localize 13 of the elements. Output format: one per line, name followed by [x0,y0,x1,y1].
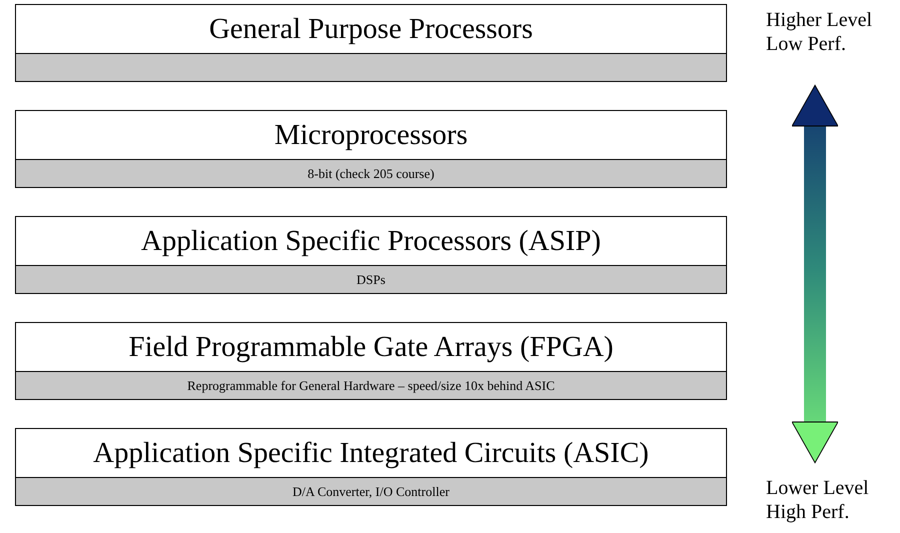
layer-box: Application Specific Integrated Circuits (ASIC) [15,428,727,478]
double-arrow [792,84,838,464]
layer-box: Application Specific Processors (ASIP) [15,216,727,266]
layer-box: General Purpose Processors [15,4,727,54]
example-band [15,54,727,82]
scale-label: Higher Level Low Perf. [766,6,891,58]
layer-box: Field Programmable Gate Arrays (FPGA) [15,322,727,372]
scale-label: Lower Level High Perf. [766,474,891,526]
example-band: DSPs [15,266,727,294]
example-band: D/A Converter, I/O Controller [15,478,727,506]
layer-box: Microprocessors [15,110,727,160]
example-band: Reprogrammable for General Hardware – speed/size 10x behind ASIC [15,372,727,400]
example-band: 8-bit (check 205 course) [15,160,727,188]
